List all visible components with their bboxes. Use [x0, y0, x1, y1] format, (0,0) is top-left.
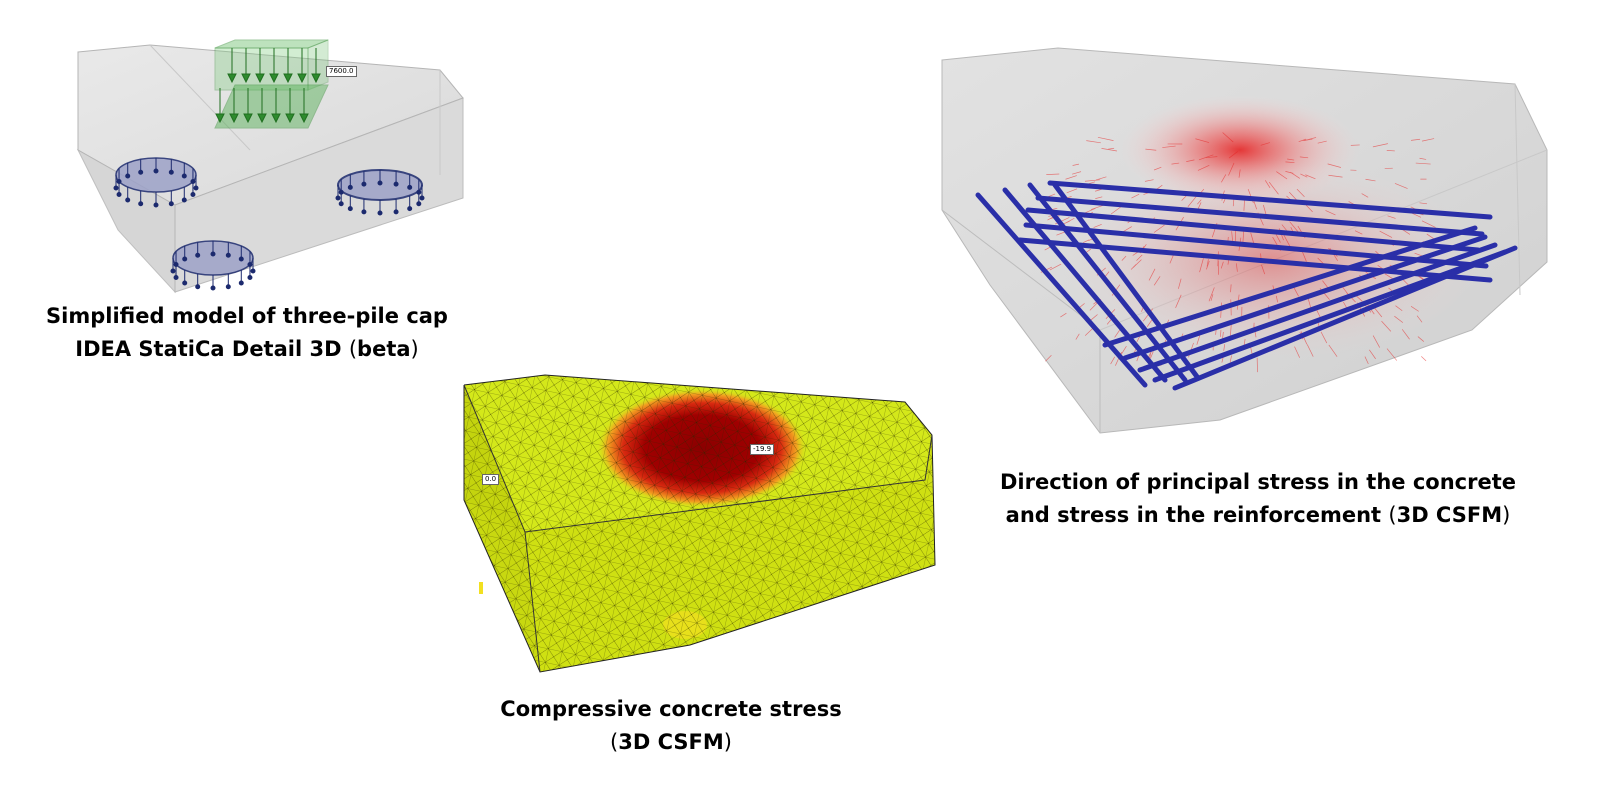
pile-support-left [113, 157, 199, 208]
model-caption: Simplified model of three-pile cap IDEA … [0, 300, 494, 366]
stress-caption: Compressive concrete stress (3D CSFM) [450, 693, 892, 759]
stress-panel: -19.9 0.0 Compressive concrete stress (3… [450, 370, 950, 770]
model-panel: 7600.0 Simplified model of three-pile ca… [0, 0, 500, 370]
principal-caption: Direction of principal stress in the con… [948, 466, 1568, 532]
pile-support-bottom [170, 240, 256, 291]
reinforcement-bars [975, 180, 1518, 391]
principal-stress-view [941, 47, 1548, 434]
stress-caption-line-1: Compressive concrete stress [500, 697, 842, 721]
pile-support-right [335, 169, 425, 216]
legend-marker [479, 582, 483, 594]
model-caption-line-2: IDEA StatiCa Detail 3D (beta) [75, 337, 419, 361]
stress-max-label: -19.9 [750, 444, 775, 455]
load-value-label: 7600.0 [326, 66, 357, 77]
principal-caption-line-2: and stress in the reinforcement (3D CSFM… [1005, 503, 1511, 527]
pile-cap-model-view [76, 39, 464, 294]
principal-panel: Direction of principal stress in the con… [930, 40, 1600, 540]
model-caption-line-1: Simplified model of three-pile cap [46, 304, 448, 328]
compressive-stress-mesh-view [463, 374, 936, 673]
stress-min-label: 0.0 [482, 474, 500, 485]
stress-caption-line-2: (3D CSFM) [610, 730, 732, 754]
distributed-load [214, 39, 329, 129]
principal-caption-line-1: Direction of principal stress in the con… [1000, 470, 1516, 494]
